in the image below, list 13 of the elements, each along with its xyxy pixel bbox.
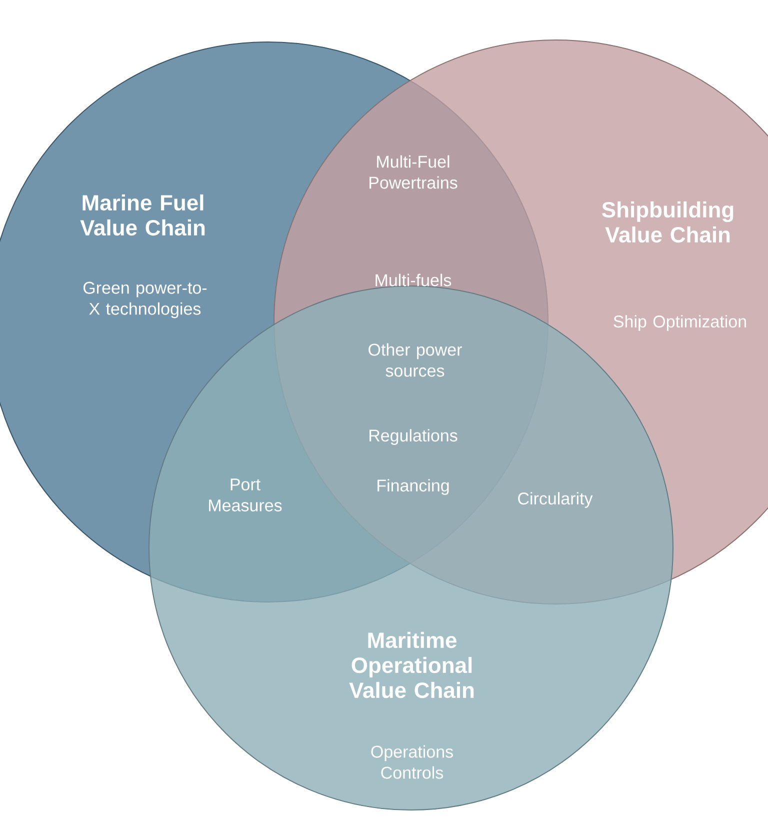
circle-text: Ship Optimization [614, 315, 746, 331]
overlap-label: Other power sources [368, 343, 462, 377]
circle-text: Operations Controls [371, 745, 453, 779]
overlap-label: Regulations [370, 429, 458, 445]
circle-heading: Marine Fuel Value Chain [80, 194, 205, 236]
overlap-label: Multi-fuels [376, 274, 452, 286]
circle-text: Green power-to-X technologies [84, 282, 207, 318]
overlap-label: Circularity [518, 492, 593, 508]
overlap-label: Financing [378, 479, 449, 495]
overlap-label: Port Measures [209, 478, 282, 512]
overlap-label: Multi-Fuel Powertrains [370, 155, 458, 189]
circle-heading: Maritime Operational Value Chain [349, 632, 474, 698]
circle-heading: Shipbuilding Value Chain [602, 201, 734, 243]
